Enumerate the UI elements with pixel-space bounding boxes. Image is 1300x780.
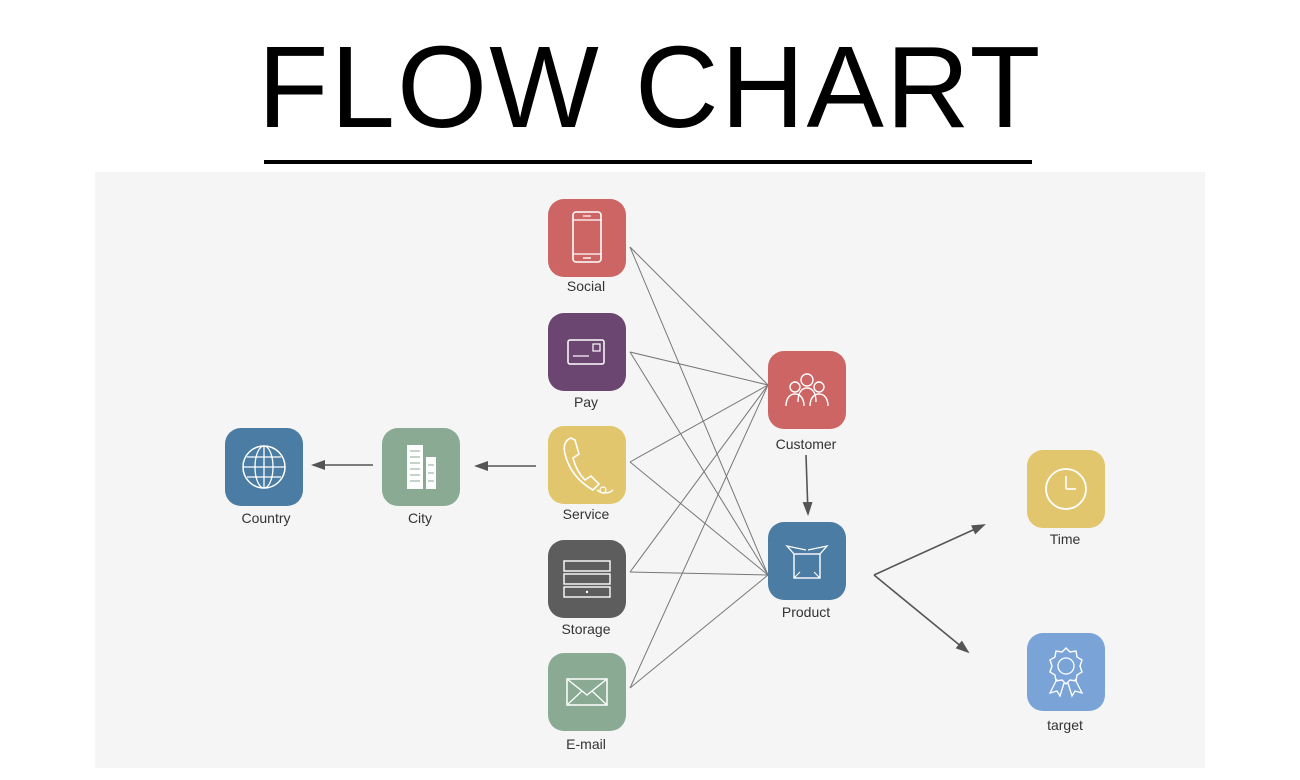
node-time[interactable] [1027, 450, 1105, 528]
node-service-label: Service [562, 506, 610, 522]
node-customer-label: Customer [775, 436, 837, 452]
arrow-product-to-time [873, 524, 986, 576]
diagram-title: FLOW CHART [257, 22, 1043, 152]
box-icon [785, 544, 829, 579]
node-social[interactable] [548, 199, 626, 277]
arrow-customer-to-product [802, 454, 813, 516]
edge-pay-customer [629, 351, 769, 386]
globe-icon [242, 445, 286, 489]
edge-storage-customer [629, 384, 769, 573]
node-city[interactable] [382, 428, 460, 506]
node-product[interactable] [768, 522, 846, 600]
node-social-label: Social [566, 278, 606, 294]
node-pay-label: Pay [573, 394, 599, 410]
node-email[interactable] [548, 653, 626, 731]
node-target-label: target [1047, 717, 1083, 733]
edge-storage-product [629, 571, 769, 576]
node-customer[interactable] [768, 351, 846, 429]
credit-card-icon [567, 339, 605, 365]
server-icon [563, 560, 611, 598]
node-country-label: Country [241, 510, 291, 526]
node-storage[interactable] [548, 540, 626, 618]
clock-icon [1045, 468, 1087, 510]
node-pay[interactable] [548, 313, 626, 391]
node-city-label: City [407, 510, 433, 526]
edge-email-customer [629, 384, 769, 689]
node-service[interactable] [548, 426, 626, 504]
arrow-product-to-target [873, 574, 970, 654]
people-group-icon [785, 373, 829, 407]
edge-service-customer [629, 384, 769, 463]
edge-social-product [629, 246, 769, 576]
smartphone-icon [572, 211, 602, 263]
node-email-label: E-mail [566, 736, 606, 752]
edge-email-product [629, 574, 769, 689]
edge-social-customer [629, 246, 769, 386]
envelope-icon [566, 678, 608, 706]
award-badge-icon [1048, 647, 1084, 698]
edge-pay-product [629, 351, 769, 576]
node-target[interactable] [1027, 633, 1105, 711]
buildings-icon [407, 445, 436, 489]
node-storage-label: Storage [561, 621, 611, 637]
node-time-label: Time [1049, 531, 1081, 547]
node-country[interactable] [225, 428, 303, 506]
edge-service-product [629, 461, 769, 576]
title-underline [264, 160, 1032, 164]
node-product-label: Product [781, 604, 831, 620]
telephone-icon [563, 437, 614, 494]
